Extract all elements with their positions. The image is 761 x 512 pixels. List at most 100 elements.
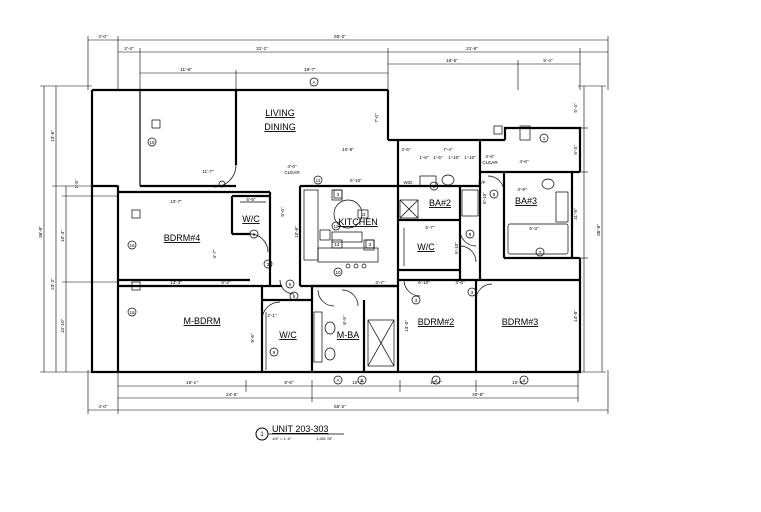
tag-a-top: A [312, 80, 315, 85]
fixtures [131, 119, 569, 370]
tag-15-a: 15 [149, 140, 155, 145]
room-label-ba3: BA#3 [515, 196, 537, 206]
dim-mba-w: 3'-7" [375, 280, 385, 285]
dim-clear-2: 3'-6" [485, 154, 495, 159]
dim-bottom-seg-1: 24'-6" [226, 392, 238, 397]
tag-6-a: 6 [289, 282, 292, 287]
dim-top-left-margin: 4'-0" [98, 34, 108, 39]
dim-top-sub-2: 19'-7" [304, 67, 316, 72]
tags: A 1 15 16 16 9 2 6 5 9 A B 4 4 7 9 8 8 [127, 77, 549, 385]
room-label-ef: E/F [478, 180, 485, 185]
tag-3-d: 3 [369, 242, 372, 247]
tag-4-b: 4 [523, 378, 526, 383]
dim-hall-1: 3'-6" [401, 147, 411, 152]
room-label-wic-master: W/C [279, 330, 297, 340]
room-label-wd: W/D [404, 180, 414, 185]
room-labels: LIVING DINING KITCHEN BDRM#4 M-BDRM BDRM… [164, 108, 539, 340]
dim-clear-2-label: CLEAR [482, 160, 498, 165]
tag-3-c: 3 [337, 192, 340, 197]
dim-bdrm4-width: 13'-7" [170, 199, 182, 204]
dim-top-sub-3: 16'-5" [446, 58, 458, 63]
dim-mba-d: 6'-5" [342, 315, 347, 325]
tag-11-a: 11 [316, 178, 321, 183]
dim-left-seg-2: 23'-2" [50, 278, 55, 290]
room-label-kitchen: KITCHEN [338, 217, 378, 227]
dim-hall-wic-d: 5'-10" [454, 242, 459, 254]
dim-bdrm2-b: 3'-6" [455, 280, 465, 285]
dim-right-seg-1: 5'-4" [573, 103, 578, 113]
room-label-bdrm4: BDRM#4 [164, 233, 201, 243]
dim-kitchen-inner: 5'-10" [350, 178, 362, 183]
tag-1-a: 1 [543, 136, 546, 141]
title-area: 1,261 SF [316, 436, 333, 441]
tag-9-b: 9 [273, 350, 276, 355]
dim-right-overall: 36'-8" [596, 224, 601, 236]
dim-kitchen-width: 10'-9" [342, 147, 354, 152]
right-dimensions: 5'-4" 5'-3" 11'-5" 14'-8" 36'-8" [572, 85, 606, 373]
tag-3-b: 3 [415, 298, 418, 303]
dim-right-seg-3: 11'-5" [573, 208, 578, 220]
dim-left-sub-3: 13'-10" [60, 319, 65, 334]
dim-kitchen-side: 6'-10" [482, 192, 487, 204]
dim-hall-wic-w: 5'-7" [425, 225, 435, 230]
dim-bottom-sub-2: 8'-5" [284, 380, 294, 385]
top-dimensions: 4'-0" 55'-2" 2'-4" 31'-1" 21'-9" 11'-8" … [87, 34, 609, 90]
dim-mbdrm-depth: 9'-6" [250, 333, 255, 343]
dim-top-seg-2: 31'-1" [256, 46, 268, 51]
dim-right-seg-2: 5'-3" [573, 145, 578, 155]
dim-top-sub-1: 11'-8" [180, 67, 192, 72]
room-label-living: LIVING [265, 108, 295, 118]
tag-13-a: 13 [360, 212, 366, 217]
room-label-mbdrm: M-BDRM [184, 316, 221, 326]
tag-16-a: 16 [129, 243, 135, 248]
dim-bdrm4-depth: 4'-7" [212, 249, 217, 259]
room-label-bdrm3: BDRM#3 [502, 317, 539, 327]
dim-wic-b4-w: 5'-6" [246, 197, 256, 202]
tag-3-a: 3 [471, 290, 474, 295]
room-label-ba2: BA#2 [429, 198, 451, 208]
dim-ba3-w: 4'-6" [519, 159, 529, 164]
tag-4-a: 4 [435, 378, 438, 383]
tag-a-bottom: A [336, 378, 339, 383]
dim-bottom-overall: 55'-2" [334, 404, 346, 409]
interior-dimensions: 7'-0" 11'-7" 4'-0" CLEAR 3'-6" CLEAR 10'… [170, 113, 539, 343]
dim-master-wic: 6'-2" [221, 280, 231, 285]
dim-kitchen-depth: 10'-6" [294, 226, 299, 238]
room-label-dining: DINING [264, 122, 296, 132]
dim-hall-2: 7'-4" [443, 147, 453, 152]
dim-clear-1: 4'-0" [287, 164, 297, 169]
dim-top-seg-3: 21'-9" [466, 46, 478, 51]
dim-left-sub-2: 10'-4" [60, 230, 65, 242]
dim-top-seg-1: 2'-4" [124, 46, 134, 51]
dim-ba2-d: 1'-10" [464, 155, 476, 160]
dim-left-seg-1: 13'-6" [50, 130, 55, 142]
dim-bottom-sub-4: 10'-4" [430, 380, 442, 385]
dim-bdrm2-w: 6'-10" [418, 280, 430, 285]
tag-9-a: 9 [253, 232, 256, 237]
dim-ba3-a: 3'-9" [517, 187, 527, 192]
title-number: 1 [260, 432, 264, 438]
title-name: UNIT 203-303 [272, 424, 328, 434]
dim-living-depth: 7'-0" [374, 113, 379, 123]
dim-living-dining-return: 11'-7" [202, 169, 214, 174]
dim-left-overall: 36'-8" [38, 226, 43, 238]
tag-12-a: 12 [333, 224, 339, 229]
dim-ba2-a: 1'-6" [419, 155, 429, 160]
room-label-mba: M-BA [337, 330, 360, 340]
dim-bdrm2-d: 13'-0" [404, 320, 409, 332]
dim-bottom-left-margin: 4'-0" [98, 404, 108, 409]
dim-master-wic-b: 2'-1" [267, 313, 277, 318]
tag-8-a: 8 [493, 192, 496, 197]
room-label-bdrm2: BDRM#2 [418, 317, 455, 327]
title-scale: 1/4" = 1'-0" [272, 436, 292, 441]
tag-8-b: 8 [433, 184, 436, 189]
tag-14-a: 14 [334, 242, 340, 247]
tag-7-a: 7 [539, 250, 542, 255]
dim-bottom-sub-1: 16'-1" [186, 380, 198, 385]
tag-10-a: 10 [335, 270, 341, 275]
tag-16-b: 16 [129, 310, 135, 315]
left-dimensions: 36'-8" 13'-6" 23'-2" 1'-8" 10'-4" 13'-10… [38, 85, 118, 373]
tag-5-a: 5 [293, 294, 296, 299]
drawing-title-block: 1 UNIT 203-303 1/4" = 1'-0" 1,261 SF [255, 424, 344, 441]
